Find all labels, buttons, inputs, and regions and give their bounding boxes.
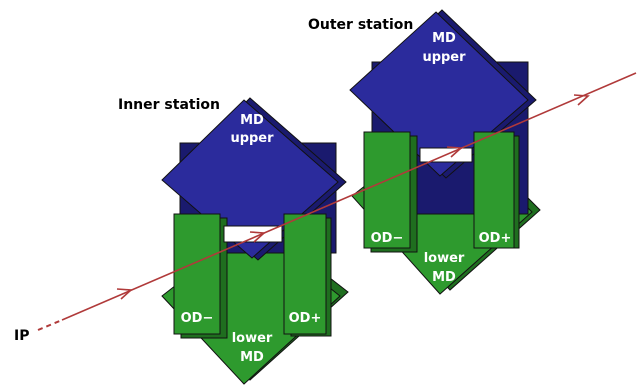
inner-od-plus-label: OD+ [289, 311, 322, 326]
inner-od-minus-label: OD− [181, 311, 214, 326]
outer-md-upper-line2: upper [422, 50, 466, 65]
inner-station: MD upper OD− OD+ lower MD [161, 97, 349, 385]
beam-arrow-2 [249, 231, 266, 243]
inner-md-upper-line2: upper [230, 131, 274, 146]
beam-arrow-1 [116, 288, 133, 300]
inner-od-plus-block [283, 213, 332, 337]
beam-line [37, 72, 637, 331]
inner-md-upper-line1: MD [240, 113, 264, 128]
outer-lower-md-line1: lower [424, 251, 465, 266]
inner-lower-md-line1: lower [232, 331, 273, 346]
outer-od-minus-block [363, 131, 418, 253]
ip-label: IP [14, 328, 29, 344]
outer-od-plus-label: OD+ [479, 231, 512, 246]
outer-station-label: Outer station [308, 17, 413, 33]
inner-od-minus-block [173, 213, 228, 339]
beam-arrow-4 [573, 94, 590, 106]
outer-od-plus-block [473, 131, 520, 249]
beam-solid-segment [61, 72, 637, 321]
outer-od-minus-label: OD− [371, 231, 404, 246]
beam-dashed-segment [37, 319, 63, 331]
inner-pot-gap [223, 225, 283, 243]
inner-station-label: Inner station [118, 97, 220, 113]
inner-lower-md-line2: MD [240, 350, 264, 365]
beam-arrow-3 [446, 146, 463, 158]
outer-lower-md-line2: MD [432, 270, 456, 285]
outer-md-upper-line1: MD [432, 31, 456, 46]
outer-station: MD upper OD− OD+ lower MD [349, 9, 541, 295]
